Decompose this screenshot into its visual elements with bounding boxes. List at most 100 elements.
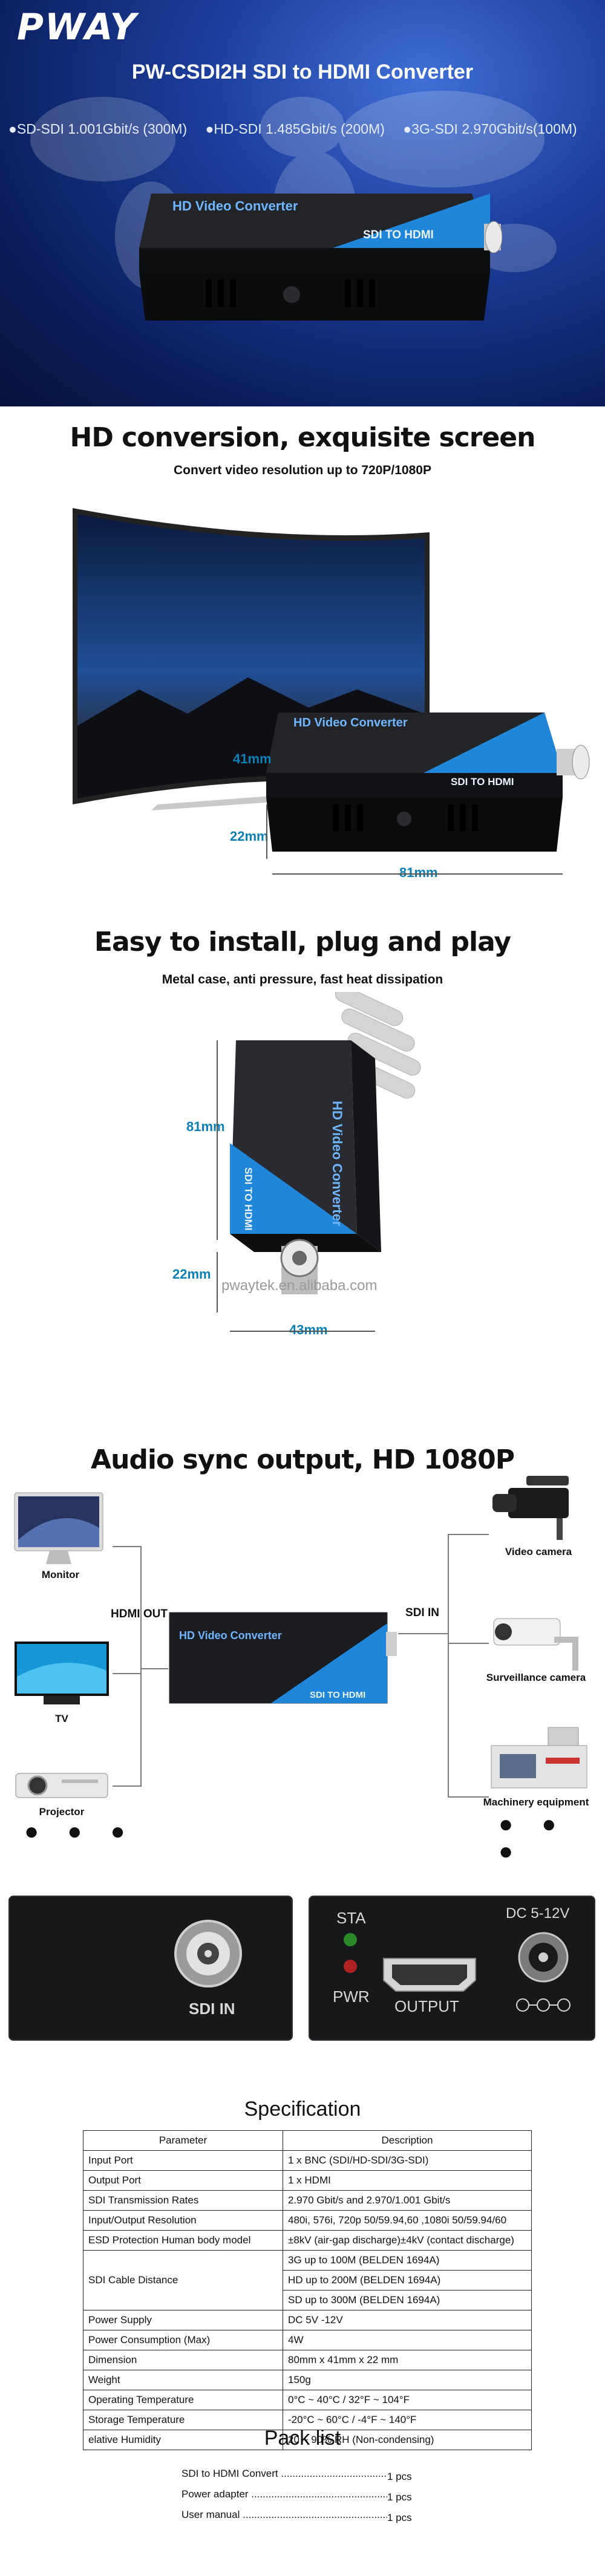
section-title: HD conversion, exquisite screen	[70, 422, 536, 453]
wire	[448, 1534, 489, 1535]
rate-item: ●3G-SDI 2.970Gbit/s(100M)	[403, 121, 577, 137]
watermark: pwaytek.en.alibaba.com	[221, 1277, 378, 1294]
spec-description: 80mm x 41mm x 22 mm	[283, 2350, 532, 2370]
hdmi-port-icon	[383, 1958, 476, 1992]
dimension-depth: 22mm	[172, 1267, 211, 1282]
node-label-projector: Projector	[39, 1806, 85, 1818]
hero-device-image	[139, 194, 502, 321]
spec-parameter: ESD Protection Human body model	[83, 2230, 283, 2251]
device-sublabel: SDI TO HDMI	[451, 776, 514, 787]
node-label-tv: TV	[55, 1713, 68, 1724]
pack-item-name: Power adapter ..........................…	[182, 2488, 387, 2500]
spec-parameter: Weight	[83, 2370, 283, 2390]
tv-icon	[15, 1642, 109, 1704]
table-row: HD up to 200M (BELDEN 1694A)	[83, 2270, 532, 2291]
machinery-icon	[491, 1727, 587, 1789]
bnc-connector-icon	[386, 1632, 397, 1656]
list-item: SDI to HDMI Convert ....................…	[182, 2468, 448, 2483]
spec-parameter: Power Consumption (Max)	[83, 2330, 283, 2350]
pack-item-name: User manual ............................…	[182, 2509, 387, 2520]
converter-vertical-image	[230, 992, 421, 1294]
pwr-label: PWR	[333, 1987, 370, 2006]
node-label-machinery: Machinery equipment	[483, 1796, 589, 1808]
wire	[113, 1546, 142, 1547]
spec-parameter: SDI Transmission Rates	[83, 2190, 283, 2211]
spec-description: ±8kV (air-gap discharge)±4kV (contact di…	[283, 2230, 532, 2251]
spec-parameter: Input/Output Resolution	[83, 2210, 283, 2231]
node-label-monitor: Monitor	[41, 1569, 80, 1580]
spec-parameter: Power Supply	[83, 2310, 283, 2330]
table-row: Storage Temperature-20°C ~ 60°C / -4°F ~…	[83, 2410, 532, 2430]
dimension-depth: 22mm	[230, 829, 269, 844]
list-item: Power adapter ..........................…	[182, 2488, 448, 2503]
bnc-connector-icon	[280, 1239, 319, 1294]
spec-description: 1 x HDMI	[283, 2170, 532, 2191]
dc-input-label: DC 5-12V	[506, 1905, 570, 1922]
section-title: Audio sync output, HD 1080P	[91, 1444, 515, 1475]
device-label: HD Video Converter	[179, 1629, 282, 1642]
spec-parameter: SDI Cable Distance	[83, 2250, 283, 2310]
spec-heading: Specification	[244, 2098, 361, 2121]
dimension-height: 41mm	[233, 751, 272, 766]
spec-parameter: Input Port	[83, 2150, 283, 2171]
spec-description: 480i, 576i, 720p 50/59.94,60 ,1080i 50/5…	[283, 2210, 532, 2231]
sdi-in-label: SDI IN	[405, 1606, 439, 1619]
bnc-port-icon	[174, 1920, 242, 1987]
spec-description: 0°C ~ 40°C / 32°F ~ 104°F	[283, 2390, 532, 2410]
table-header-row: Parameter Description	[83, 2130, 532, 2151]
pwr-led-icon	[344, 1960, 357, 1973]
pack-item-qty: 1 pcs	[387, 2471, 412, 2482]
video-camera-icon	[492, 1476, 569, 1540]
device-label: HD Video Converter	[172, 198, 298, 214]
sta-led-icon	[344, 1933, 357, 1946]
dimension-length: 81mm	[186, 1119, 225, 1134]
pack-item-qty: 1 pcs	[387, 2491, 412, 2503]
device-sublabel: SDI TO HDMI	[243, 1167, 254, 1231]
table-row: ESD Protection Human body model±8kV (air…	[83, 2230, 532, 2251]
sdi-in-port-label: SDI IN	[189, 2000, 235, 2018]
table-row: Power Consumption (Max)4W	[83, 2330, 532, 2350]
brand-logo: PWAY	[17, 6, 138, 48]
spec-description: SD up to 300M (BELDEN 1694A)	[283, 2290, 532, 2310]
dimension-line	[266, 804, 267, 859]
hdmi-out-label: HDMI OUT	[111, 1608, 168, 1620]
wire	[398, 1633, 448, 1634]
spec-description: 2.970 Gbit/s and 2.970/1.001 Gbit/s	[283, 2190, 532, 2211]
pack-item-qty: 1 pcs	[387, 2512, 412, 2523]
spec-description: 20 ~ 90% RH (Non-condensing)	[283, 2430, 532, 2450]
spec-description: 3G up to 100M (BELDEN 1694A)	[283, 2250, 532, 2271]
center-device-image	[169, 1612, 397, 1704]
bnc-connector-icon	[484, 221, 502, 253]
spec-description: 1 x BNC (SDI/HD-SDI/3G-SDI)	[283, 2150, 532, 2171]
rate-item: ●SD-SDI 1.001Gbit/s (300M)	[8, 121, 188, 137]
rate-list: ●SD-SDI 1.001Gbit/s (300M) ●HD-SDI 1.485…	[8, 121, 601, 137]
wire	[140, 1668, 168, 1669]
table-row: SD up to 300M (BELDEN 1694A)	[83, 2290, 532, 2310]
spec-parameter: elative Humidity	[83, 2430, 283, 2450]
bnc-connector-icon	[557, 745, 590, 780]
wire	[448, 1643, 489, 1644]
pack-item-name: SDI to HDMI Convert ....................…	[182, 2468, 387, 2479]
section-title: Easy to install, plug and play	[94, 927, 511, 957]
rate-item: ●HD-SDI 1.485Gbit/s (200M)	[205, 121, 385, 137]
converter-device-image	[266, 712, 590, 852]
column-header: Description	[283, 2130, 532, 2151]
list-item: User manual ............................…	[182, 2509, 448, 2524]
spec-description: 150g	[283, 2370, 532, 2390]
pack-heading: Pack list	[264, 2427, 341, 2450]
monitor-icon	[14, 1492, 103, 1564]
polarity-icon	[516, 1998, 571, 2012]
node-label-video-camera: Video camera	[505, 1546, 572, 1557]
spec-description: DC 5V -12V	[283, 2310, 532, 2330]
device-label: HD Video Converter	[330, 1101, 345, 1227]
device-label: HD Video Converter	[293, 716, 408, 729]
projector-icon	[15, 1773, 108, 1798]
dimension-line	[272, 873, 563, 875]
